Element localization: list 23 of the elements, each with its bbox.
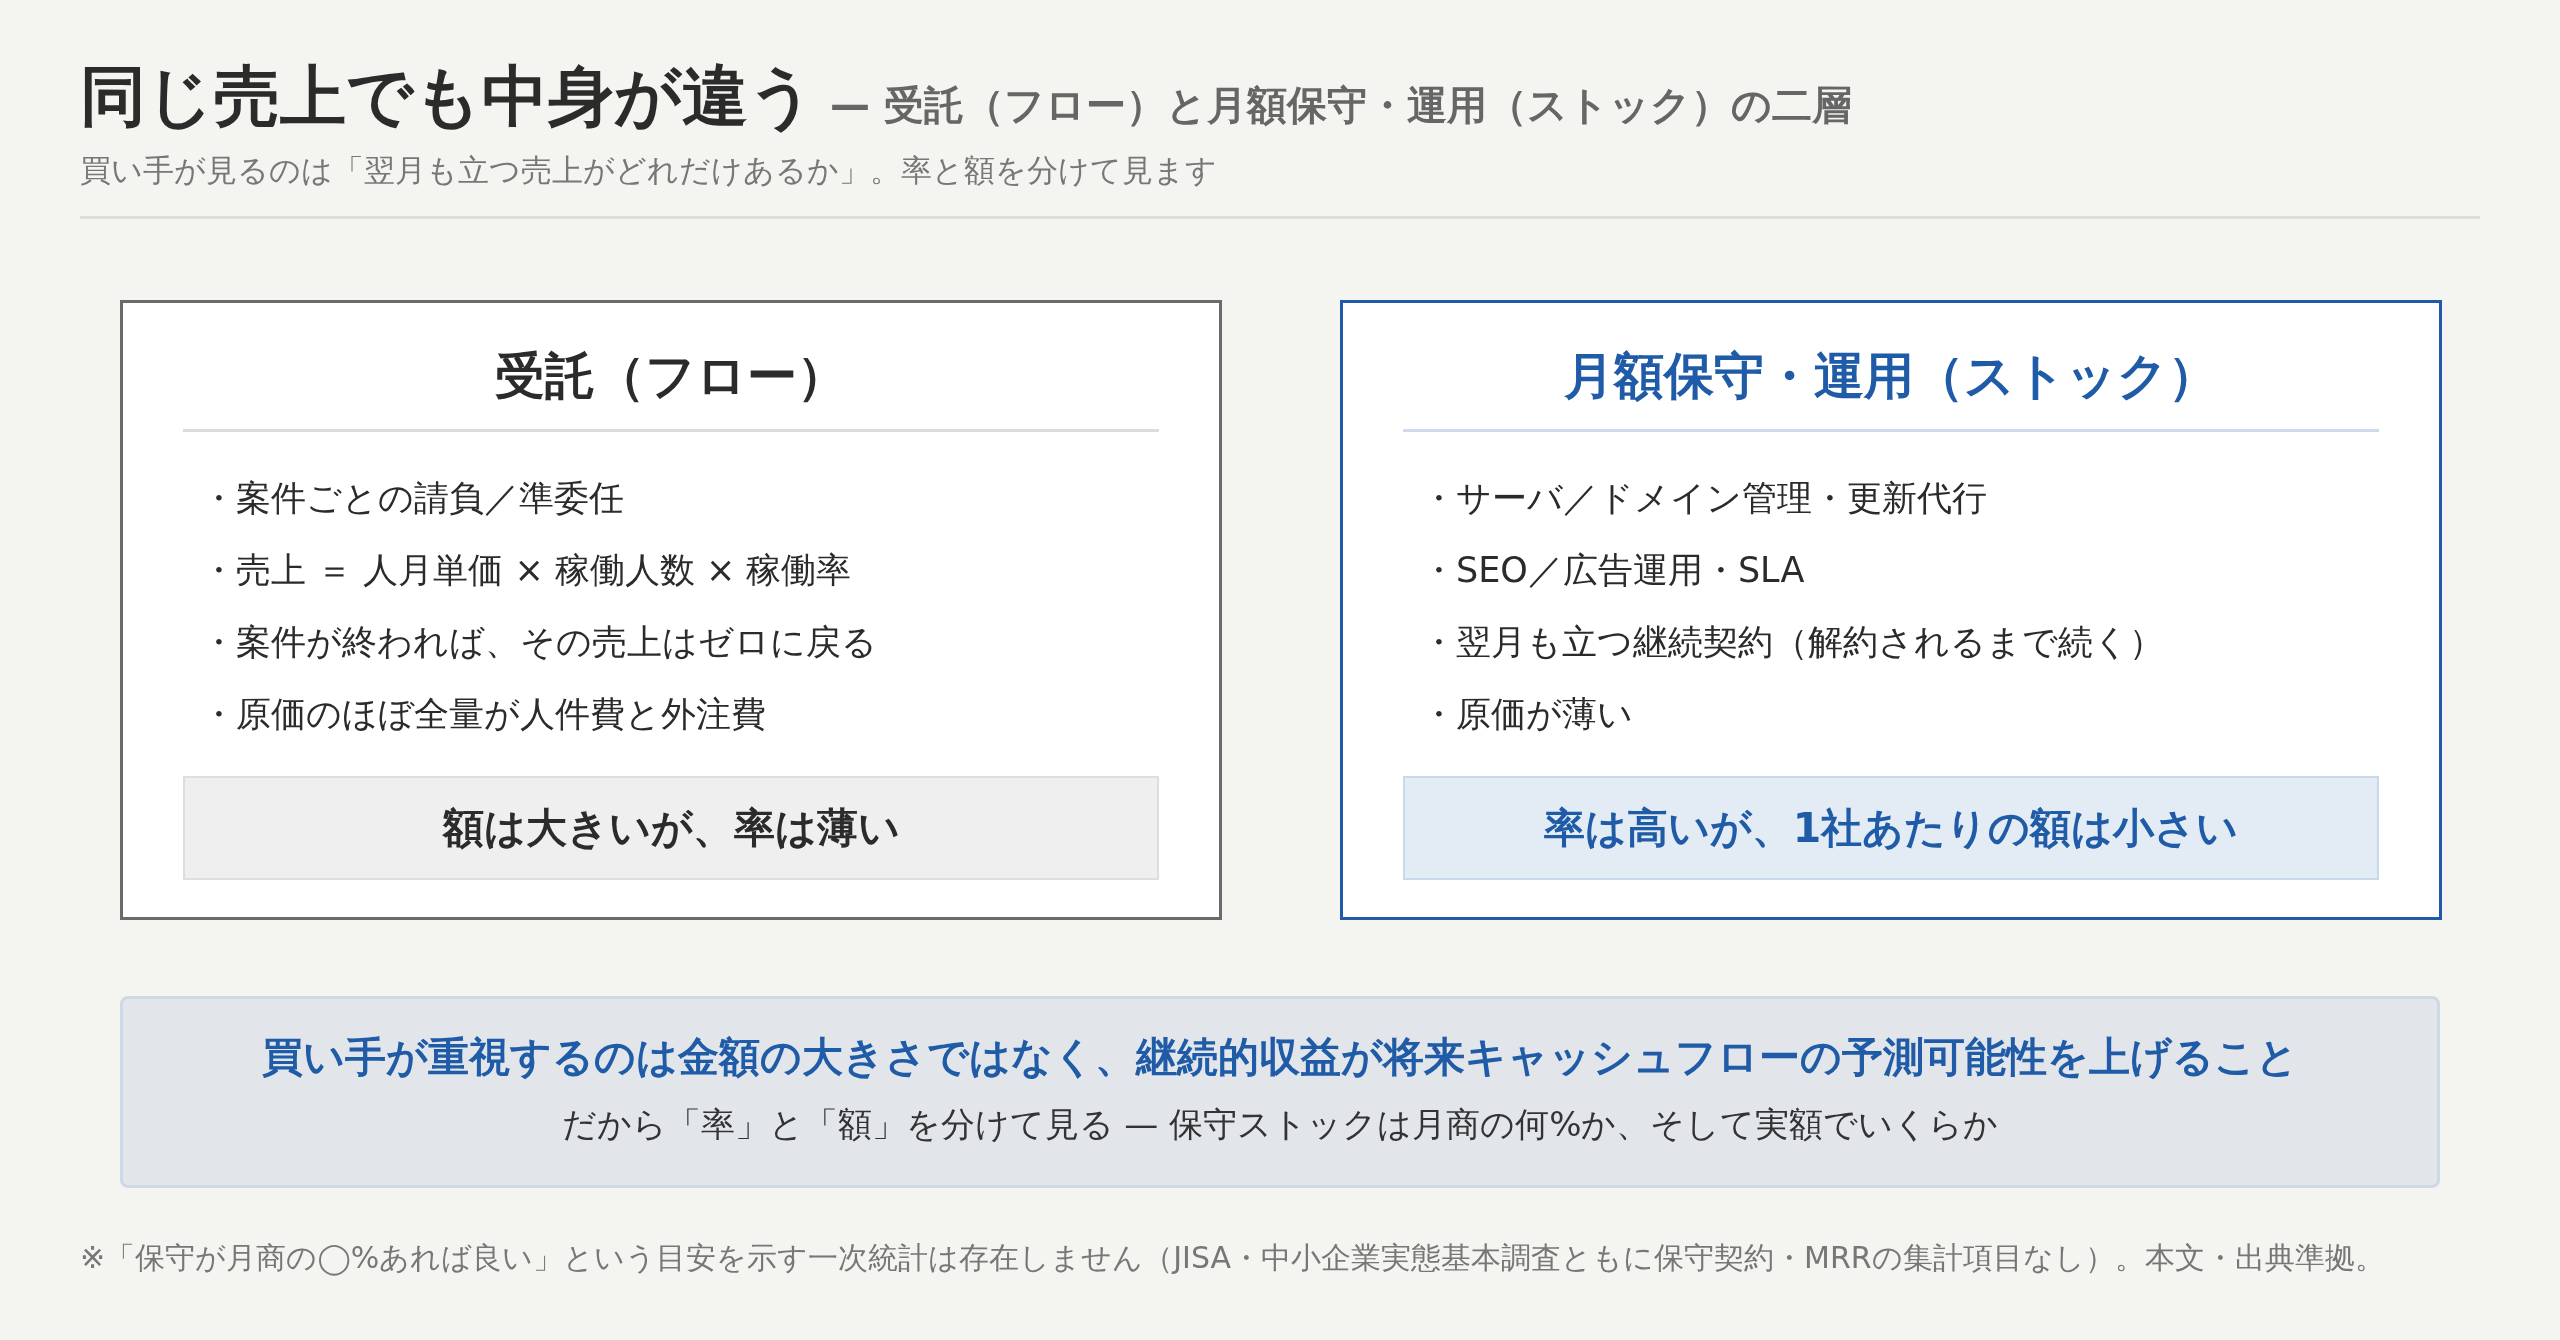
summary-panel [1403,776,2379,880]
bullet-item: ・売上 ＝ 人月単価 × 稼働人数 × 稼働率 [201,549,853,592]
summary-panel [183,776,1159,880]
bullet-item: ・翌月も立つ継続契約（解約されるまで続く） [1421,621,2165,664]
summary-text: 額は大きいが、率は薄い [442,802,900,854]
callout-panel [120,996,2440,1188]
bullet-item: ・原価のほぼ全量が人件費と外注費 [201,693,767,736]
callout-heading: 買い手が重視するのは金額の大きさではなく、継続的収益が将来キャッシュフローの予測可能性を上げること [261,1032,2299,1083]
subtitle-text: — 受託（フロー）と月額保守・運用（ストック）の二層 [830,82,1852,128]
bullet-item: ・サーバ／ドメイン管理・更新代行 [1421,477,1988,520]
panel-heading: 月額保守・運用（ストック） [1563,346,2219,407]
lead-text: 買い手が見るのは「翌月も立つ売上がどれだけあるか」。率と額を分けて見ます [80,151,1217,190]
title-text: 同じ売上でも中身が違う [80,58,816,135]
bullet-item: ・案件が終われば、その売上はゼロに戻る [201,621,878,664]
bullet-item: ・案件ごとの請負／準委任 [201,477,625,520]
panel [120,300,1222,920]
panel [1340,300,2442,920]
bullet-item: ・原価が薄い [1421,693,1634,736]
bullet-item: ・SEO／広告運用・SLA [1421,549,1806,592]
callout-text: だから「率」と「額」を分けて見る — 保守ストックは月商の何%か、そして実額でいくらか [560,1103,2000,1146]
summary-text: 率は高いが、1社あたりの額は小さい [1543,802,2239,854]
panel-heading: 受託（フロー） [494,346,848,407]
footnote-text: ※「保守が月商の◯%あれば良い」という目安を示す一次統計は存在しません（JISA・中小企業実態基本調査ともに保守契約・MRRの集計項目なし）。本文・出典準拠。 [80,1239,2386,1278]
